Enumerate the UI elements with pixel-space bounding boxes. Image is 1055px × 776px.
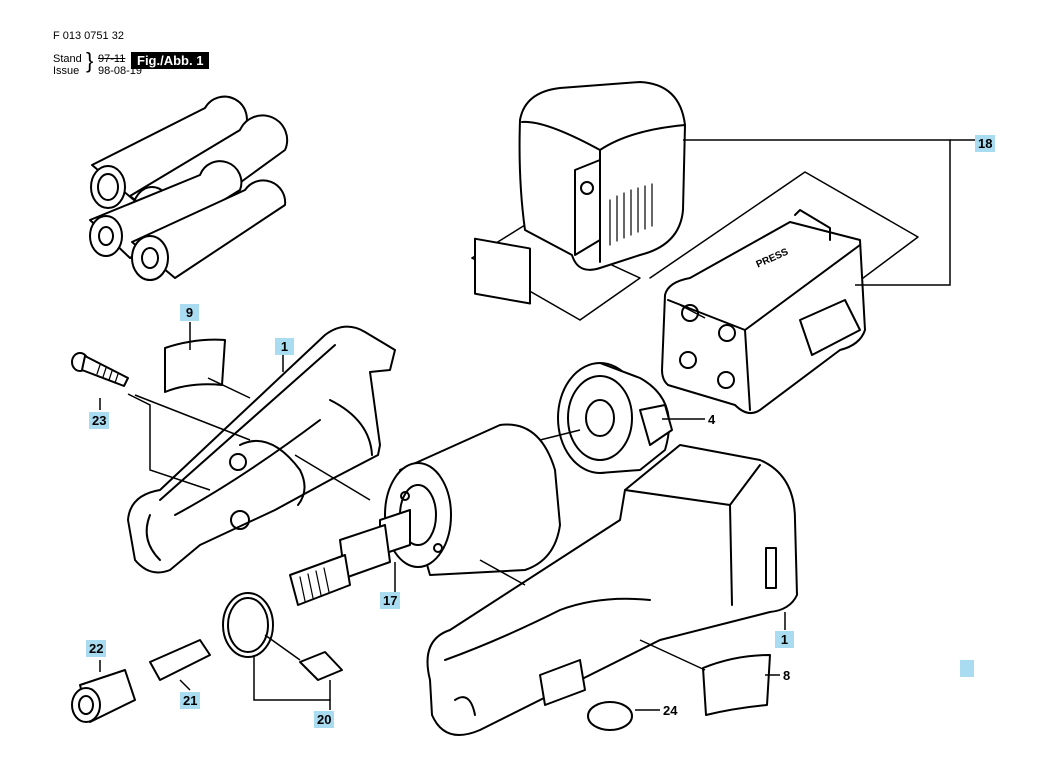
- part-number: F 013 0751 32: [53, 30, 124, 42]
- housing-half-left-drawing: [127, 325, 396, 574]
- bracket-glyph: }: [86, 48, 94, 73]
- battery-holder-drawing: [471, 81, 686, 321]
- label-plate-drawing: [702, 654, 771, 716]
- callout-17: 17: [380, 592, 401, 609]
- clip-drawing: [299, 651, 343, 681]
- callout-20: 20: [314, 711, 335, 728]
- end-cap-drawing: [557, 362, 673, 474]
- collet-drawing: [149, 639, 211, 681]
- battery-pack-drawing: [89, 95, 289, 281]
- stand-value: 97-11: [98, 53, 126, 65]
- callout-21: 21: [180, 692, 201, 709]
- label-strip-drawing: [164, 338, 226, 393]
- callout-22: 22: [86, 640, 107, 657]
- callout-4: 4: [708, 412, 716, 427]
- screw-drawing: [71, 352, 129, 387]
- o-ring-drawing: [222, 592, 274, 658]
- issue-label: Issue: [53, 65, 80, 77]
- blank-marker: [960, 660, 974, 677]
- collet-nut-drawing: [71, 669, 136, 723]
- callout-8: 8: [783, 668, 791, 683]
- switch-cap-drawing: [587, 701, 633, 731]
- motor-drawing: [289, 423, 561, 606]
- housing-half-right-drawing: [426, 444, 798, 736]
- callout-24: 24: [663, 703, 678, 718]
- callout-9: 9: [180, 304, 199, 321]
- stand-label: Stand: [53, 53, 82, 65]
- callout-1-housing-right: 1: [775, 631, 794, 648]
- callout-23: 23: [89, 412, 110, 429]
- leader-lines: [99, 139, 975, 711]
- callout-18: 18: [975, 135, 996, 152]
- figure-badge: Fig./Abb. 1: [131, 52, 210, 69]
- battery-cover-drawing: [649, 171, 919, 415]
- callout-1-housing-left: 1: [275, 338, 294, 355]
